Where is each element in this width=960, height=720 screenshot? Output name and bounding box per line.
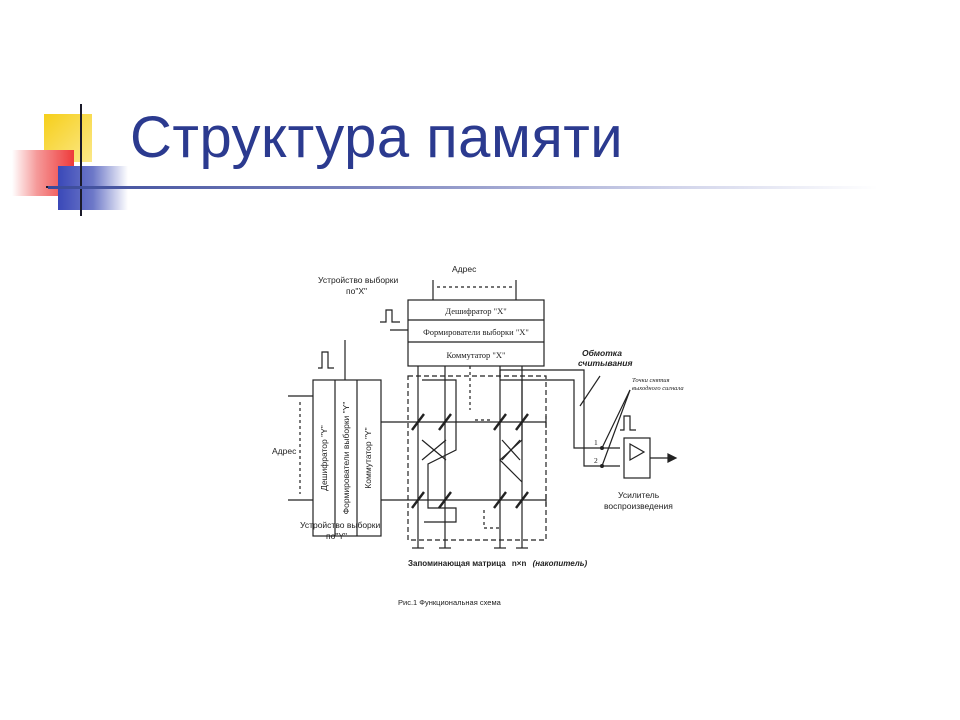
slide-title: Структура памяти [130, 105, 624, 170]
amplifier-label-1: Усилитель [618, 490, 660, 500]
read-winding-label-2: считывания [578, 358, 632, 368]
read-winding-pointer [579, 375, 601, 407]
amplifier-triangle-icon [629, 442, 646, 462]
x-block-switch: Коммутатор "X" [446, 350, 505, 360]
read-winding-right [499, 379, 523, 483]
functional-diagram: Адрес Устройство выборки по"X" Дешифрато… [272, 264, 684, 607]
read-winding-output-2 [499, 369, 620, 467]
address-y-label: Адрес [272, 446, 297, 456]
y-block-decoder: Дешифратор "Y" [319, 425, 329, 491]
matrix-size: n×n [512, 559, 527, 568]
read-winding-output-1 [522, 379, 620, 449]
pin-2-label: 2 [594, 456, 598, 465]
y-block-drivers: Формирователи выборки "Y" [341, 402, 351, 515]
select-x-label-2: по"X" [346, 286, 367, 296]
matrix-label-prefix: Запоминающая матрица [408, 559, 506, 568]
decor-vertical-line [80, 104, 82, 216]
tap-points-label-2: выходного сигнала [632, 385, 684, 392]
pulse-y-icon [318, 351, 334, 369]
storage-matrix-outline [407, 375, 547, 541]
matrix-label: Запоминающая матрица n×n (накопитель) [408, 559, 588, 568]
matrix-label-suffix: (накопитель) [533, 559, 588, 568]
read-winding-label-1: Обмотка [582, 348, 622, 358]
amplifier-label-2: воспроизведения [604, 501, 673, 511]
y-device-block [312, 379, 382, 537]
read-winding-left [422, 379, 457, 523]
x-device-block [407, 299, 545, 367]
address-x-label: Адрес [452, 264, 477, 274]
y-block-switch: Коммутатор "Y" [363, 427, 373, 488]
select-y-label-2: по"Y" [326, 531, 347, 541]
x-block-drivers: Формирователи выборки "X" [423, 327, 529, 337]
select-x-label-1: Устройство выборки [318, 275, 398, 285]
ferrite-cores [411, 413, 529, 509]
title-underline [48, 186, 878, 189]
decor-squares [12, 104, 132, 216]
x-block-decoder: Дешифратор "X" [445, 306, 506, 316]
pulse-x-icon [380, 309, 400, 323]
figure-caption: Рис.1 Функциональная схема [398, 598, 502, 607]
pulse-output-icon [620, 415, 636, 431]
select-y-label-1: Устройство выборки [300, 520, 380, 530]
tap-points-label-1: Точки снятия [632, 377, 670, 384]
pin-1-label: 1 [594, 438, 598, 447]
amplifier-block [623, 437, 651, 479]
